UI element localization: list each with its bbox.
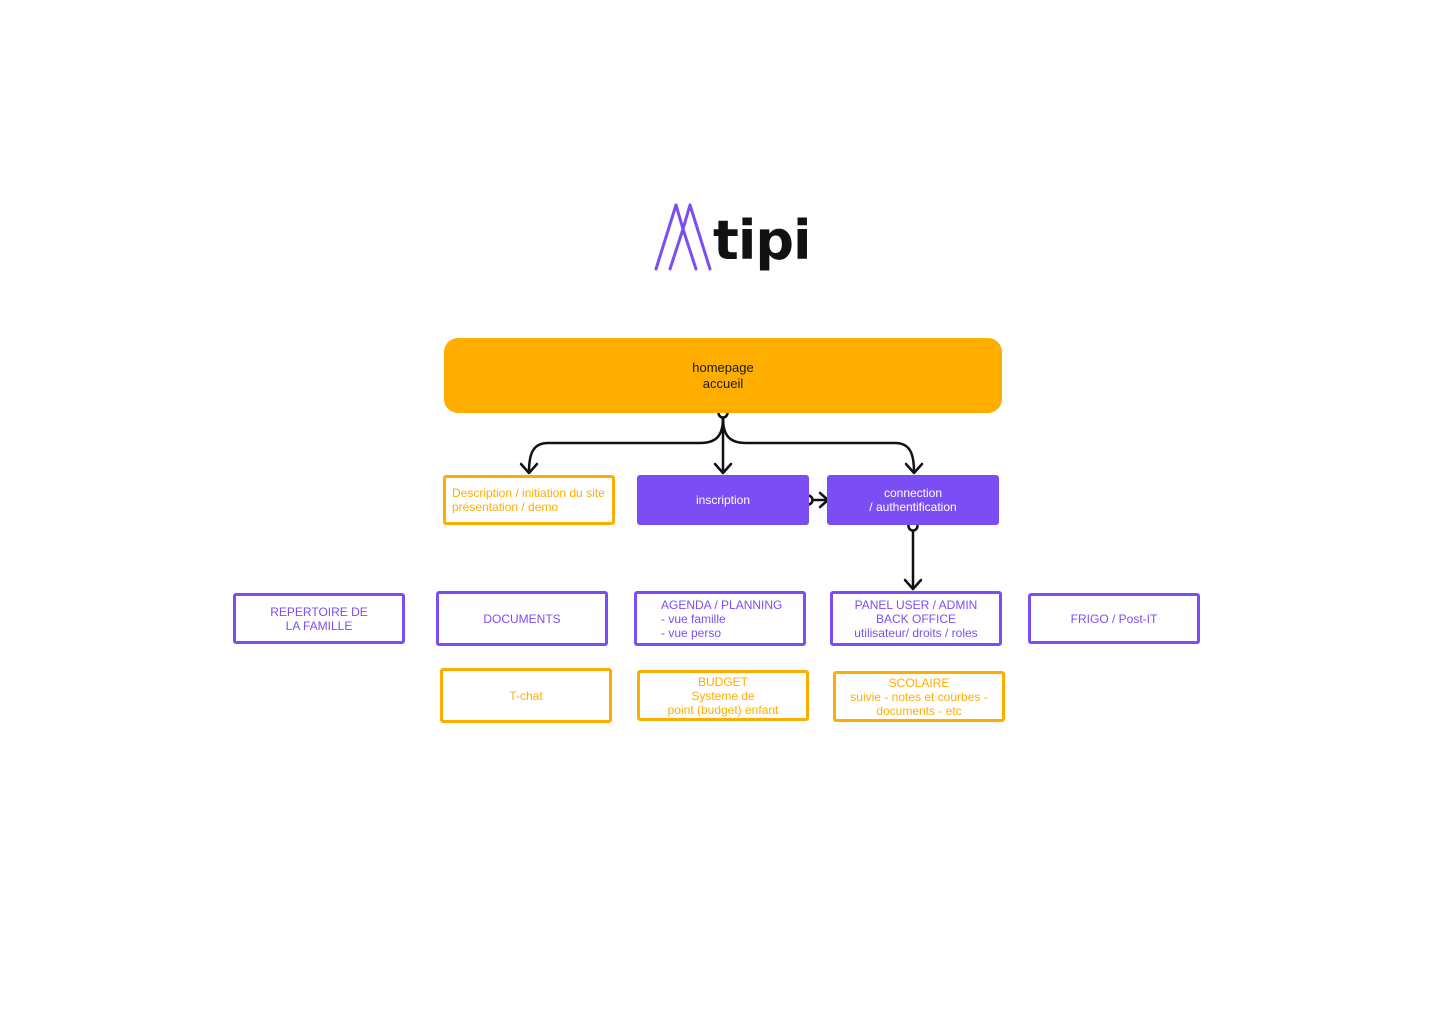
inscription-node[interactable]: inscription: [637, 475, 809, 525]
repertoire-node[interactable]: REPERTOIRE DE LA FAMILLE: [233, 593, 405, 644]
panel-node[interactable]: PANEL USER / ADMIN BACK OFFICE utilisate…: [830, 591, 1002, 646]
arrowhead-connection: [904, 462, 924, 475]
connector-homepage-description: [527, 416, 725, 474]
connector-homepage-connection: [721, 416, 916, 474]
description-node[interactable]: Description / initiation du site présent…: [443, 475, 615, 525]
frigo-node[interactable]: FRIGO / Post-IT: [1028, 593, 1200, 644]
tchat-node[interactable]: T-chat: [440, 668, 612, 723]
agenda-node[interactable]: AGENDA / PLANNING - vue famille - vue pe…: [634, 591, 806, 646]
connection-node[interactable]: connection / authentification: [827, 475, 999, 525]
homepage-node[interactable]: homepage accueil: [444, 338, 1002, 413]
budget-node[interactable]: BUDGET Systeme de point (budget) enfant: [637, 670, 809, 721]
arrowhead-panel: [903, 578, 923, 591]
logo-text: tipi: [713, 209, 811, 272]
arrowhead-inscription: [713, 462, 733, 475]
teepee-icon: [654, 203, 712, 271]
scolaire-node[interactable]: SCOLAIRE suivie - notes et courbes - doc…: [833, 671, 1005, 722]
documents-node[interactable]: DOCUMENTS: [436, 591, 608, 646]
arrowhead-description: [519, 462, 539, 475]
